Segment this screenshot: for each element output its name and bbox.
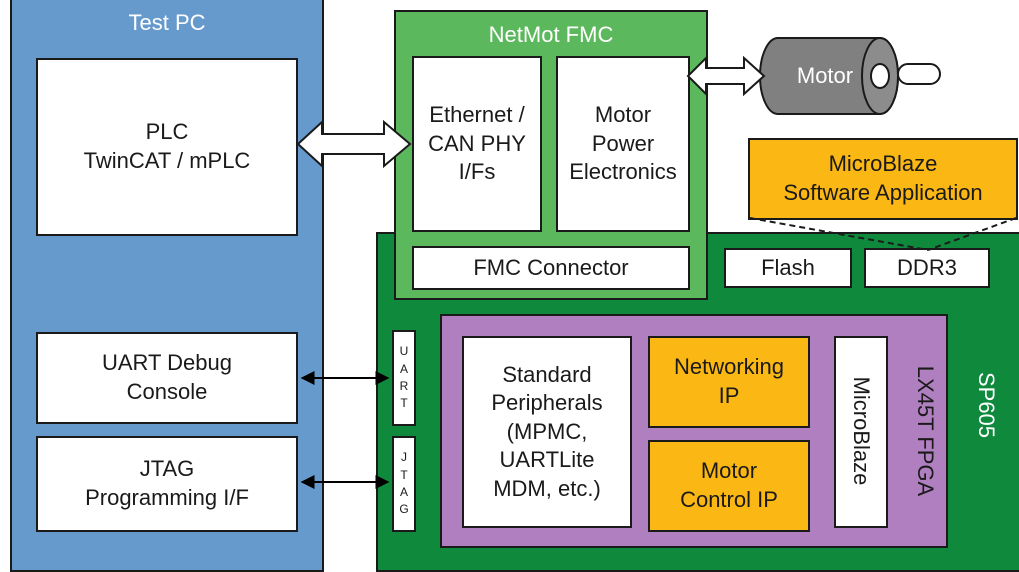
- test-pc-title: Test PC: [128, 10, 206, 35]
- uart-letter: A: [399, 361, 408, 376]
- standard-peripherals-box: Standard Peripherals (MPMC, UARTLite MDM…: [462, 336, 632, 528]
- jtag-letter: G: [399, 502, 409, 517]
- uart-letter: U: [399, 344, 409, 359]
- uart-debug-console-box: UART Debug Console: [36, 332, 298, 424]
- ethernet-can-phy-box: Ethernet / CAN PHY I/Fs: [412, 56, 542, 232]
- power-to-motor-arrow: [686, 55, 766, 97]
- microblaze-box: [834, 336, 888, 528]
- ddr3-box: DDR3: [864, 248, 990, 288]
- jtag-letter: T: [400, 467, 408, 482]
- software-ddr3-dash-left: [749, 217, 929, 251]
- flash-box: Flash: [724, 248, 852, 288]
- motor-control-ip-box: Motor Control IP: [648, 440, 810, 532]
- motor-power-electronics-box: Motor Power Electronics: [556, 56, 690, 232]
- uart-letter: R: [399, 379, 409, 393]
- jtag-letter: A: [399, 485, 408, 499]
- software-ddr3-dash-right: [927, 217, 1017, 251]
- motor-icon: [759, 37, 899, 115]
- plc-to-phy-arrow: [296, 119, 412, 169]
- networking-ip-box: Networking IP: [648, 336, 810, 428]
- fmc-connector-box: FMC Connector: [412, 246, 690, 290]
- netmot-fmc-title: NetMot FMC: [488, 22, 614, 47]
- jtag-port-box: J T A G: [392, 436, 416, 532]
- motor-label: Motor: [796, 63, 854, 88]
- microblaze-software-box: MicroBlaze Software Application: [748, 138, 1018, 220]
- uart-letter: T: [400, 396, 408, 411]
- jtag-programming-box: JTAG Programming I/F: [36, 436, 298, 532]
- plc-box: PLC TwinCAT / mPLC: [36, 58, 298, 236]
- jtag-letter: J: [401, 450, 407, 465]
- uart-port-box: U A R T: [392, 330, 416, 426]
- motor-shaft: [897, 63, 941, 85]
